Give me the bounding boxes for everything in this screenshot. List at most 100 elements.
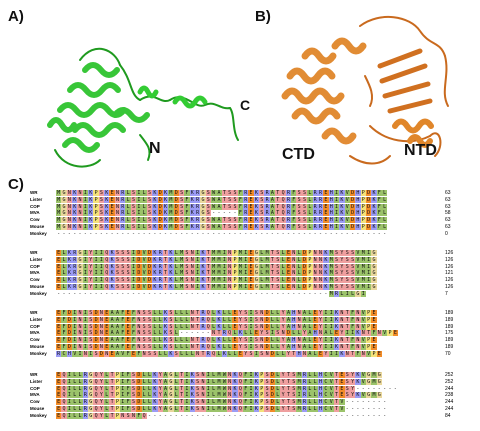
residue: K <box>216 316 222 323</box>
residue: L <box>61 284 67 290</box>
residue: V <box>328 399 334 406</box>
residue: R <box>194 224 201 230</box>
residue: K <box>109 277 115 284</box>
residue: V <box>344 217 350 224</box>
residue: L <box>141 196 147 203</box>
residue: E <box>312 344 318 350</box>
residue: N <box>360 350 366 357</box>
residue: K <box>216 323 222 330</box>
residue: Q <box>104 270 110 277</box>
residue: S <box>344 270 350 277</box>
sequence-name: Cow <box>30 337 40 343</box>
residue: T <box>285 385 292 392</box>
residue: L <box>189 350 195 357</box>
residue: G <box>168 385 174 392</box>
residue: K <box>72 196 78 203</box>
residue: E <box>248 270 254 277</box>
residue: I <box>248 323 254 330</box>
residue: I <box>130 256 137 263</box>
residue: S <box>301 196 308 203</box>
residue: I <box>184 399 190 406</box>
residue: R <box>56 350 62 357</box>
residue: N <box>114 196 121 203</box>
residue: N <box>136 344 142 350</box>
residue: R <box>333 290 340 297</box>
residue: R <box>264 210 270 217</box>
residue: F <box>184 190 190 196</box>
residue: - <box>355 385 361 392</box>
residue: - <box>237 230 244 237</box>
residue: I <box>205 406 211 412</box>
residue: K <box>355 372 361 378</box>
residue: G <box>365 372 372 378</box>
residue: I <box>243 250 249 256</box>
residue: - <box>243 290 249 297</box>
residue: - <box>72 290 78 297</box>
residue: N <box>259 344 265 350</box>
residue: P <box>114 406 121 412</box>
residue: R <box>243 224 249 230</box>
residue: - <box>152 230 158 237</box>
residue: N <box>227 256 233 263</box>
residue: - <box>259 230 265 237</box>
residue: K <box>232 392 238 399</box>
sequence-name: Cow <box>30 217 40 223</box>
residue: A <box>162 392 169 399</box>
residue: E <box>392 330 398 337</box>
residue: N <box>355 316 361 323</box>
residue: M <box>328 270 334 277</box>
residue: P <box>114 412 121 419</box>
residue: K <box>152 224 158 230</box>
residue: L <box>210 378 217 385</box>
residue: K <box>189 224 195 230</box>
residue: R <box>317 203 324 210</box>
panel-a-n-label: N <box>149 140 161 157</box>
residue: E <box>232 323 238 330</box>
residue: - <box>339 412 345 419</box>
residue: L <box>307 224 313 230</box>
residue: L <box>280 277 286 284</box>
residue: E <box>312 316 318 323</box>
residue: I <box>221 256 227 263</box>
residue: S <box>253 310 260 316</box>
sequence-end-position: 63 <box>445 224 451 230</box>
residue: K <box>66 277 73 284</box>
residue: L <box>178 316 185 323</box>
residue: N <box>360 330 366 337</box>
residue: - <box>312 412 318 419</box>
residue: L <box>157 310 163 316</box>
residue: L <box>227 344 233 350</box>
residue: D <box>146 250 153 256</box>
residue: K <box>189 399 195 406</box>
residue: - <box>360 230 366 237</box>
residue: N <box>77 310 83 316</box>
residue: I <box>333 190 340 196</box>
residue: Q <box>93 392 99 399</box>
residue: L <box>141 392 147 399</box>
residue: I <box>130 270 137 277</box>
residue: N <box>210 330 217 337</box>
residue: - <box>307 230 313 237</box>
residue: K <box>253 224 260 230</box>
residue: T <box>221 217 227 224</box>
residue: - <box>365 412 372 419</box>
residue: S <box>152 350 158 357</box>
residue: L <box>312 378 318 385</box>
residue: S <box>146 196 153 203</box>
residue: D <box>301 277 308 284</box>
residue: T <box>344 323 350 330</box>
residue: P <box>365 310 372 316</box>
residue: T <box>109 392 115 399</box>
residue: D <box>301 256 308 263</box>
residue: R <box>301 399 308 406</box>
sequence-end-position: 126 <box>445 263 454 270</box>
residue: I <box>194 270 201 277</box>
residue: M <box>216 263 222 270</box>
residue: N <box>312 284 318 290</box>
residue: P <box>93 224 99 230</box>
residue: S <box>98 203 105 210</box>
residue: I <box>184 378 190 385</box>
